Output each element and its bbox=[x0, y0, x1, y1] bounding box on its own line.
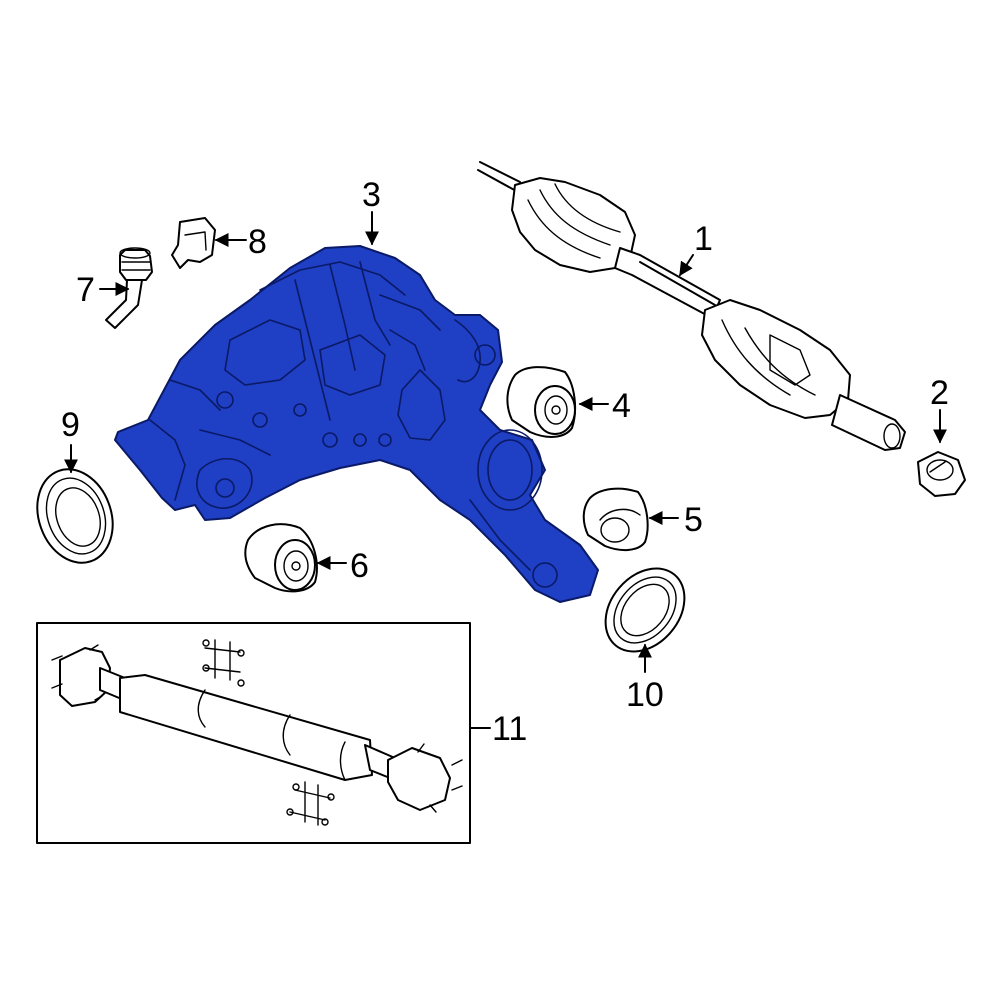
axle-nut-part-2[interactable] bbox=[917, 451, 966, 497]
callout-7: 7 bbox=[76, 271, 95, 309]
bracket-part-8[interactable] bbox=[171, 217, 216, 269]
vent-hose-part-7[interactable] bbox=[105, 247, 153, 329]
differential-housing-part-3[interactable] bbox=[114, 245, 599, 603]
callout-4: 4 bbox=[612, 387, 631, 425]
drive-shaft-box bbox=[36, 622, 471, 844]
callout-leaders bbox=[64, 211, 947, 729]
drive-shaft-part-11[interactable] bbox=[36, 622, 471, 844]
bushing-part-5[interactable] bbox=[582, 487, 649, 552]
seal-part-9[interactable] bbox=[25, 459, 125, 574]
callout-10: 10 bbox=[626, 676, 664, 714]
callout-6: 6 bbox=[350, 547, 369, 585]
half-shaft-part-1[interactable] bbox=[477, 161, 906, 451]
callout-3: 3 bbox=[362, 176, 381, 214]
bushing-part-6[interactable] bbox=[244, 523, 318, 593]
seal-part-10[interactable] bbox=[589, 553, 700, 667]
callout-8: 8 bbox=[248, 223, 267, 261]
callout-9: 9 bbox=[61, 406, 80, 444]
callout-5: 5 bbox=[684, 501, 703, 539]
callout-11: 11 bbox=[492, 710, 527, 748]
bushing-part-4[interactable] bbox=[506, 366, 577, 438]
callout-1: 1 bbox=[694, 220, 713, 258]
callout-2: 2 bbox=[930, 374, 949, 412]
